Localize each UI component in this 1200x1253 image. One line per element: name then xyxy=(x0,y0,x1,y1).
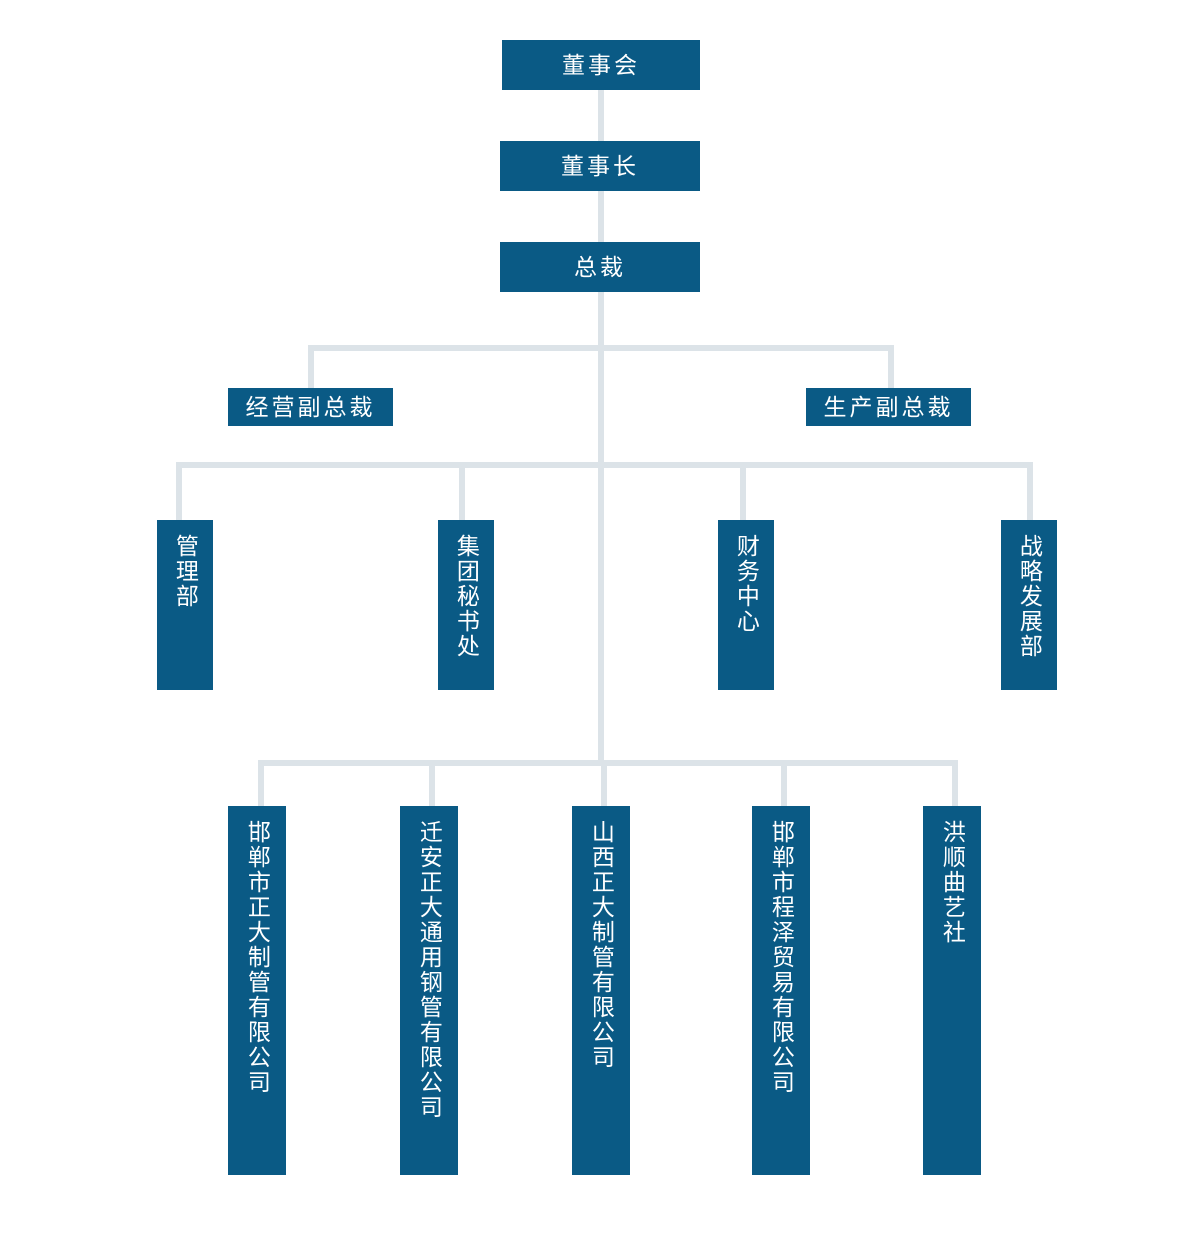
connector-chairman-to-president xyxy=(598,191,604,243)
connector-bus-vps xyxy=(308,345,894,351)
connector-bus-subsidiaries xyxy=(258,760,958,766)
node-sub-shanxi-zhengda[interactable]: 山西正大制管有限公司 xyxy=(572,806,630,1175)
node-dept-management[interactable]: 管理部 xyxy=(157,520,213,690)
node-board[interactable]: 董事会 xyxy=(502,40,700,90)
connector-drop-sub-2 xyxy=(429,760,435,806)
node-dept-secretariat[interactable]: 集团秘书处 xyxy=(438,520,494,690)
node-vp-production[interactable]: 生产副总裁 xyxy=(806,388,971,426)
connector-drop-sub-4 xyxy=(781,760,787,806)
connector-drop-dept-strategy xyxy=(1027,462,1033,520)
connector-drop-vp-operations xyxy=(308,345,314,388)
connector-drop-dept-management xyxy=(176,462,182,520)
node-sub-qianan-zhengda[interactable]: 迁安正大通用钢管有限公司 xyxy=(400,806,458,1175)
connector-drop-dept-finance xyxy=(740,462,746,520)
connector-drop-sub-5 xyxy=(952,760,958,806)
node-dept-strategy[interactable]: 战略发展部 xyxy=(1001,520,1057,690)
node-chairman[interactable]: 董事长 xyxy=(500,141,700,191)
connector-drop-dept-secretariat xyxy=(459,462,465,520)
node-sub-handan-zhengda[interactable]: 邯郸市正大制管有限公司 xyxy=(228,806,286,1175)
node-sub-handan-chengze[interactable]: 邯郸市程泽贸易有限公司 xyxy=(752,806,810,1175)
connector-president-spine xyxy=(598,292,604,764)
connector-bus-departments xyxy=(176,462,1033,468)
node-vp-operations[interactable]: 经营副总裁 xyxy=(228,388,393,426)
connector-drop-sub-1 xyxy=(258,760,264,806)
connector-board-to-chairman xyxy=(598,90,604,143)
node-president[interactable]: 总裁 xyxy=(500,242,700,292)
node-sub-hongshun[interactable]: 洪顺曲艺社 xyxy=(923,806,981,1175)
node-dept-finance[interactable]: 财务中心 xyxy=(718,520,774,690)
connector-drop-sub-3 xyxy=(601,760,607,806)
connector-drop-vp-production xyxy=(888,345,894,388)
